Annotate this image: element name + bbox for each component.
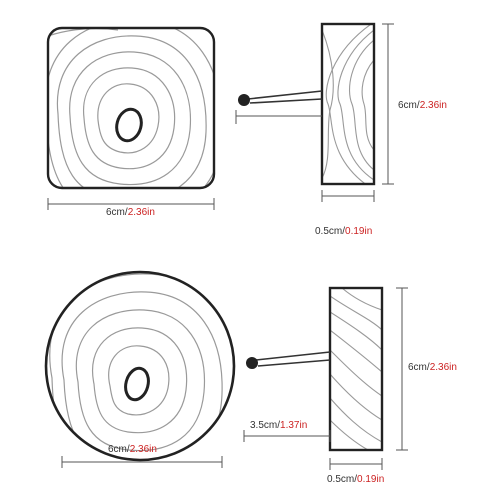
side-grain-lines (322, 24, 374, 184)
top-height-label: 6cm/2.36in (398, 100, 447, 111)
bottom-dimension-lines (61, 287, 408, 470)
screw-head-icon (246, 357, 258, 369)
square-knob-side-view (238, 22, 376, 186)
bottom-protrusion-label: 3.5cm/1.37in (250, 420, 308, 431)
top-dimension-lines (47, 23, 394, 210)
square-knob-front-view (46, 26, 216, 190)
top-width-label: 6cm/2.36in (106, 207, 155, 218)
screw-head-icon (238, 94, 250, 106)
side-view-outline (328, 286, 384, 452)
top-thickness-label: 0.5cm/0.19in (315, 226, 373, 237)
round-knob-front-view (44, 270, 236, 462)
side-view-outline (320, 22, 376, 186)
center-knot-icon (124, 366, 150, 402)
side-grain-lines (330, 288, 382, 450)
screw-bolt (247, 90, 323, 104)
round-knob-outline (44, 270, 236, 462)
bottom-thickness-label: 0.5cm/0.19in (327, 474, 385, 485)
round-knob-side-view (246, 286, 384, 452)
bottom-width-label: 6cm/2.36in (108, 444, 157, 455)
screw-bolt (255, 351, 331, 367)
center-knot-icon (115, 107, 143, 143)
square-knob-outline (46, 26, 216, 190)
bottom-height-label: 6cm/2.36in (408, 362, 457, 373)
